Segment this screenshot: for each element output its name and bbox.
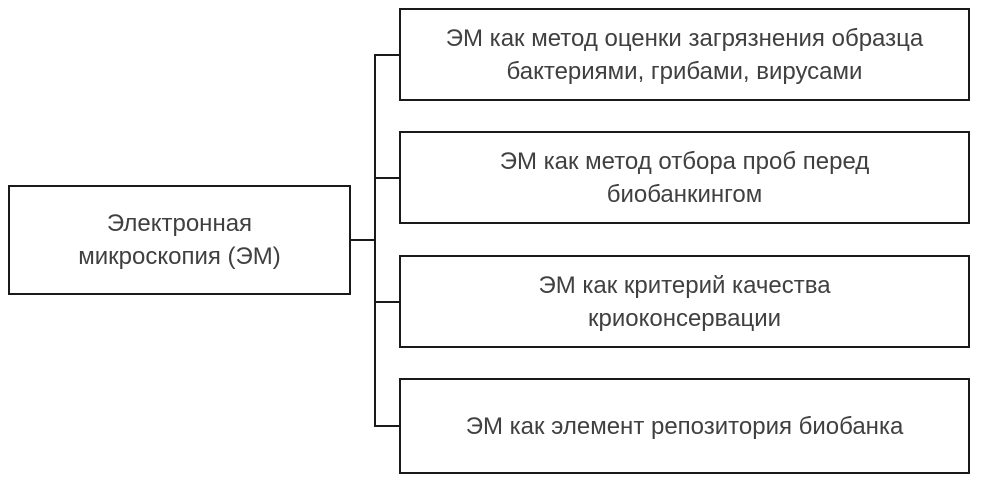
child-node-cryopreservation: ЭМ как критерий качества криоконсервации <box>399 255 970 348</box>
root-node-label: Электронная микроскопия (ЭМ) <box>78 210 281 270</box>
child-node-sampling: ЭМ как метод отбора проб перед биобанкин… <box>399 131 970 224</box>
child-node-label: ЭМ как метод отбора проб перед биобанкин… <box>499 147 870 208</box>
child-node-label: ЭМ как элемент репозитория биобанка <box>465 412 904 440</box>
child-node-label: ЭМ как метод оценки загрязнения образца … <box>445 24 924 85</box>
child-node-label: ЭМ как критерий качества криоконсервации <box>538 271 831 332</box>
root-node: Электронная микроскопия (ЭМ) <box>8 185 351 295</box>
child-node-contamination: ЭМ как метод оценки загрязнения образца … <box>399 8 970 101</box>
child-node-repository: ЭМ как элемент репозитория биобанка <box>399 378 970 474</box>
